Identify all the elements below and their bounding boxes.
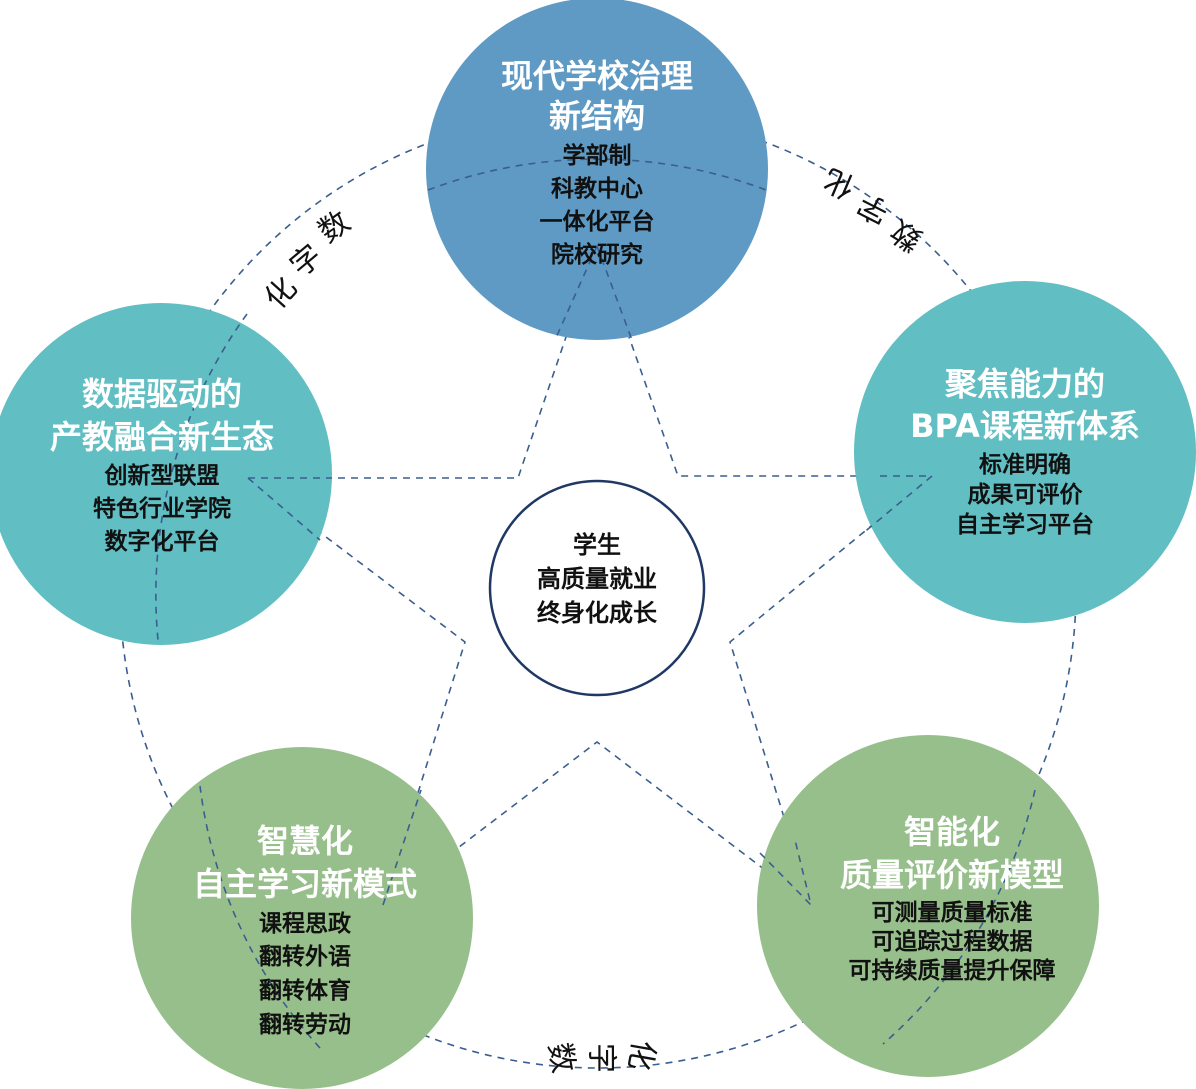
node-bottom-right: 智能化 质量评价新模型 可测量质量标准 可追踪过程数据 可持续质量提升保障 [840,813,1064,984]
node-right-item-2: 成果可评价 [968,482,1084,508]
node-bottom-right-circle [757,735,1099,1077]
node-left-title-2: 产教融合新生态 [50,418,274,456]
node-bottom-right-title-2: 质量评价新模型 [840,856,1064,894]
path-label-bottom: 数 字 化 [541,1037,661,1075]
node-top-circle [426,0,768,340]
node-right-title-1: 聚焦能力的 [944,365,1105,403]
node-left-item-1: 创新型联盟 [104,462,220,489]
dashed-overlay-bottom-right [759,789,1036,1045]
node-left-item-2: 特色行业学院 [93,495,231,522]
dashed-overlay-left [155,313,332,641]
path-label-upper-left-char-1: 数 [312,204,357,250]
node-right-item-1: 标准明确 [979,452,1071,478]
node-bottom-right-title-1: 智能化 [904,813,1000,851]
path-label-bottom-char-2: 字 [584,1043,619,1073]
path-label-upper-right-char-2: 字 [852,185,895,230]
node-bottom-left-item-2: 翻转外语 [259,943,351,970]
node-right-item-3: 自主学习平台 [956,511,1094,538]
node-left-item-3: 数字化平台 [105,528,220,555]
node-right-title-2: BPA课程新体系 [910,407,1140,445]
node-top-item-1: 学部制 [563,142,632,169]
dashed-overlay-top [427,158,767,341]
path-label-upper-right-char-1: 数 [884,212,928,258]
star-dashed-path [245,243,935,908]
path-label-bottom-char-1: 数 [541,1040,581,1076]
node-top: 现代学校治理 新结构 学部制 科教中心 一体化平台 院校研究 [501,57,693,268]
node-bottom-right-item-1: 可测量质量标准 [872,900,1033,926]
node-right: 聚焦能力的 BPA课程新体系 标准明确 成果可评价 自主学习平台 [910,365,1140,538]
center-circle [488,479,706,697]
node-top-item-3: 一体化平台 [540,208,655,235]
path-label-upper-left: 数 字 化 [258,204,357,316]
node-top-item-2: 科教中心 [551,175,643,202]
path-label-upper-right-char-3: 化 [819,161,860,205]
dashed-overlay-bottom-left [199,785,422,1049]
center-line-2: 高质量就业 [537,565,657,593]
center-line-3: 终身化成长 [537,599,658,627]
path-label-upper-left-char-3: 化 [258,270,304,316]
node-top-title-1: 现代学校治理 [501,57,693,95]
dashed-overlay-right [861,475,935,535]
node-left-title-1: 数据驱动的 [82,375,242,413]
node-bottom-left-title-1: 智慧化 [257,822,353,860]
node-bottom-left-item-4: 翻转劳动 [259,1011,351,1038]
center-line-1: 学生 [573,531,621,559]
node-bottom-right-item-2: 可追踪过程数据 [872,928,1033,955]
path-label-upper-left-char-2: 字 [284,238,329,284]
node-left-circle [0,303,332,645]
node-top-item-4: 院校研究 [551,241,643,268]
center-label: 学生 高质量就业 终身化成长 [537,531,658,627]
path-label-bottom-char-3: 化 [621,1037,661,1073]
node-bottom-left-item-3: 翻转体育 [259,977,351,1004]
node-right-circle [854,281,1196,623]
node-bottom-left-title-2: 自主学习新模式 [193,865,417,903]
node-bottom-left: 智慧化 自主学习新模式 课程思政 翻转外语 翻转体育 翻转劳动 [193,822,417,1038]
node-bottom-left-item-1: 课程思政 [259,911,352,937]
node-bottom-left-circle [131,747,473,1089]
node-left: 数据驱动的 产教融合新生态 创新型联盟 特色行业学院 数字化平台 [50,375,274,555]
path-label-upper-right: 数 字 化 [819,161,929,258]
node-top-title-2: 新结构 [549,97,645,135]
node-bottom-right-item-3: 可持续质量提升保障 [849,957,1056,984]
